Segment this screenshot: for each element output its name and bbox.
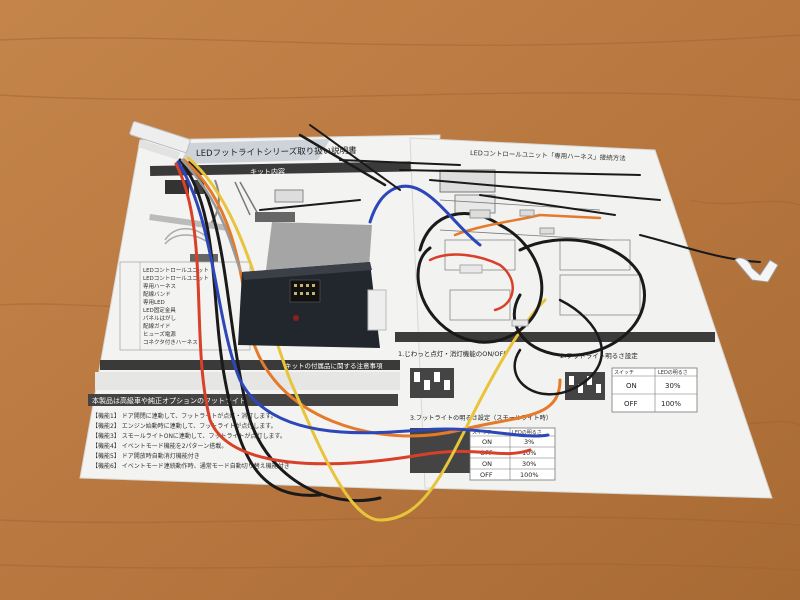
table-a-value-2: 100% (661, 400, 681, 408)
wire-blue-2 (368, 184, 482, 247)
section-2-title: 2.フットライト明るさ設定 (560, 351, 638, 360)
feature-2: 【機能2】 エンジン始動時に連動して、フットライトが点灯します。 (92, 422, 277, 430)
table-b-value-4: 100% (520, 471, 539, 479)
zip-tie-6 (479, 194, 616, 216)
section-3-title: 3.フットライトの明るさ設定（スモールライト時） (410, 414, 552, 422)
unit-status-led (293, 315, 299, 321)
feature-4: 【機能4】 イベントモード機能を2パターン搭載。 (92, 442, 227, 450)
part-6: LED固定金具 (143, 306, 176, 314)
wire-black-2 (188, 160, 382, 503)
led-fixture-clip (734, 257, 779, 283)
wire-red-2 (428, 253, 514, 312)
section-1-title: 1.じわっと点灯・消灯機能のON/OFF (398, 349, 507, 358)
wire-orange-1 (182, 158, 562, 438)
wire-red-1 (174, 162, 532, 466)
feature-3: 【機能3】 スモールライトONに連動して、フットライトが点灯します。 (92, 432, 286, 440)
table-a-value-1: 30% (665, 382, 681, 390)
part-8: 配線ガイド (143, 322, 171, 330)
feature-1: 【機能1】 ドア開閉に連動して、フットライトが点灯・消灯します。 (92, 412, 277, 420)
feature-header: 本製品は高級車や純正オプションのフットライト (92, 396, 246, 405)
part-5: 専用LED (143, 298, 165, 306)
led-control-unit (238, 262, 387, 348)
part-10: コネクタ付きハーネス (143, 338, 198, 346)
zip-tie-3 (339, 159, 461, 166)
wire-black-loop-3 (513, 298, 603, 396)
kit-header: キット内容 (250, 167, 285, 176)
notice-header: キットの付属品に関する注意事項 (285, 361, 383, 370)
part-2: LEDコントロールユニット (143, 275, 209, 282)
table-b-state-4: OFF (480, 471, 493, 479)
dip-switch-diagram-1 (410, 368, 454, 398)
part-3: 専用ハーネス (143, 282, 176, 290)
feature-5: 【機能5】 ドア開放時自動消灯機能付き (92, 452, 200, 460)
unit-connector-port (289, 279, 321, 303)
part-7: パネルはがし (143, 314, 176, 322)
table-b-col-switch: スイッチ (472, 430, 492, 436)
wire-blue-1 (176, 160, 550, 438)
dip-switch-diagram-2 (565, 372, 605, 400)
part-4: 配線バンド (143, 290, 171, 298)
wire-gray-1 (180, 158, 242, 272)
kit-parts-diagram (149, 179, 304, 262)
feature-6: 【機能6】 イベントモード連続動作時、通常モード自動切り替え機能付き (92, 462, 290, 470)
table-b-state-1: ON (482, 438, 492, 446)
part-1: LEDコントロールユニット (143, 267, 209, 274)
table-b-value-2: 10% (522, 449, 536, 457)
zip-tie-2 (309, 124, 401, 191)
wiring-diagram (439, 169, 641, 321)
part-9: ヒューズ電源 (143, 330, 176, 338)
inline-connectors (459, 209, 555, 327)
sheet-title: LEDフットライトシリーズ取り扱い説明書 (196, 145, 357, 159)
wire-black-1 (178, 158, 322, 497)
zip-tie-4 (399, 169, 641, 176)
table-a-col-brightness: LEDの明るさ (658, 369, 688, 376)
table-a-state-2: OFF (624, 400, 638, 408)
table-b-value-1: 3% (524, 438, 534, 446)
table-a-col-switch: スイッチ (614, 370, 634, 376)
table-a-state-1: ON (626, 382, 637, 390)
table-b-state-3: ON (482, 460, 492, 468)
white-connector-plug (129, 121, 191, 160)
zip-tie-5 (429, 179, 661, 201)
unit-side-connector (367, 289, 387, 331)
table-b-col-brightness: LEDの明るさ (512, 429, 542, 436)
zip-tie-7 (259, 199, 361, 211)
wire-black-loop-2 (512, 238, 647, 357)
brightness-table-a: スイッチ LEDの明るさ ON 30% OFF 100% (611, 367, 698, 413)
table-b-value-3: 30% (522, 460, 536, 468)
